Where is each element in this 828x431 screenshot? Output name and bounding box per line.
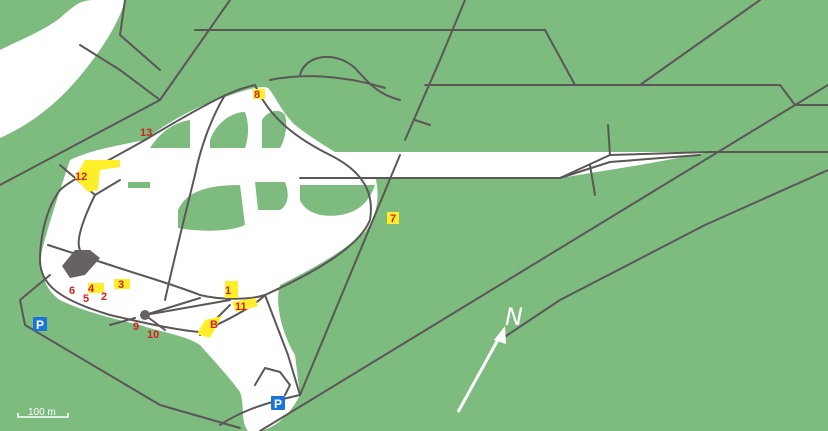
parking-south[interactable]: P <box>271 396 285 411</box>
scale-bar: 100 m <box>17 407 69 418</box>
marker-4[interactable]: 4 <box>88 283 95 295</box>
marker-2[interactable]: 2 <box>101 291 107 303</box>
marker-9[interactable]: 9 <box>133 321 139 333</box>
marker-5[interactable]: 5 <box>83 293 89 305</box>
parking-icon <box>33 317 47 331</box>
marker-13[interactable]: 13 <box>140 127 152 139</box>
marker-1[interactable]: 1 <box>225 285 231 297</box>
grass-island-7 <box>255 182 288 210</box>
marker-10[interactable]: 10 <box>147 329 159 341</box>
marker-8[interactable]: 8 <box>254 89 260 101</box>
runway <box>125 152 710 180</box>
buildings <box>62 250 150 320</box>
parking-icon <box>271 396 285 410</box>
grass-island-1 <box>150 120 190 148</box>
marker-12[interactable]: 12 <box>75 171 87 183</box>
parking-label: P <box>274 397 282 411</box>
lake-area <box>0 0 125 138</box>
north-arrow-icon <box>456 335 502 413</box>
grass-island-4 <box>300 185 375 216</box>
marker-7[interactable]: 7 <box>390 213 396 225</box>
grass-island-3 <box>178 185 245 231</box>
marker-11[interactable]: 11 <box>235 301 247 313</box>
marker-labels: 1 2 3 4 5 6 7 8 9 10 11 12 13 B <box>69 89 396 341</box>
north-arrow-head <box>494 326 506 344</box>
scale-bar-line <box>17 413 69 418</box>
marker-6[interactable]: 6 <box>69 285 75 297</box>
parking-label: P <box>36 318 44 332</box>
marker-b[interactable]: B <box>210 319 218 331</box>
scale-bar-label: 100 m <box>28 407 56 418</box>
marker-3[interactable]: 3 <box>118 279 124 291</box>
grass-island-2 <box>210 112 249 148</box>
parking-west[interactable]: P <box>33 317 47 332</box>
grass-island-6 <box>128 182 150 188</box>
highlight-zones <box>75 89 399 338</box>
north-arrow: N <box>456 303 523 413</box>
north-label: N <box>505 303 523 331</box>
